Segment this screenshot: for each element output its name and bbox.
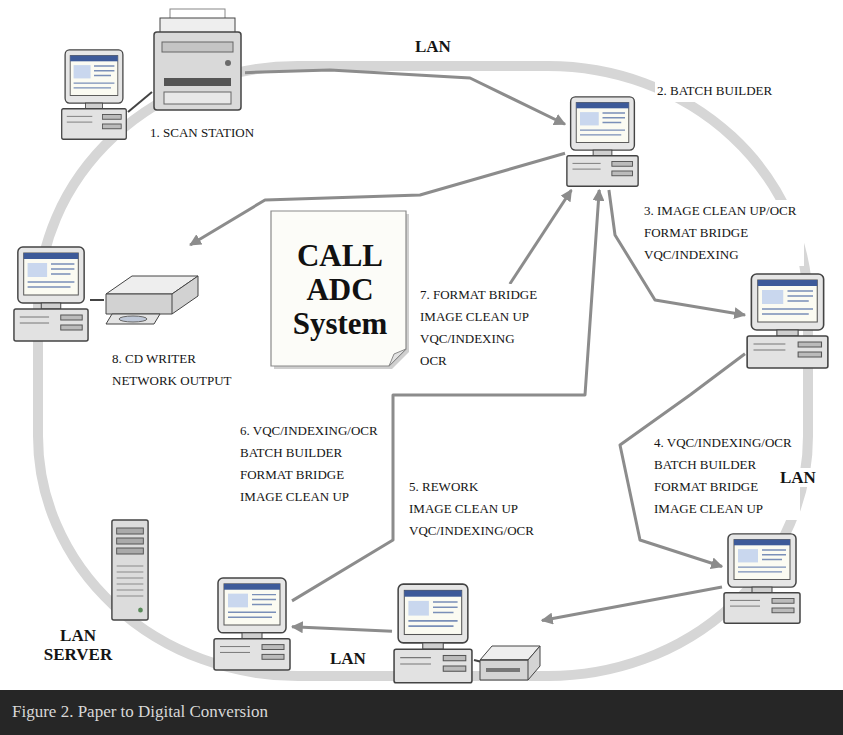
server-icon — [112, 520, 148, 620]
computer-icon — [567, 97, 638, 186]
system-title: CALL ADC System — [280, 239, 400, 341]
scanner-icon — [154, 9, 241, 110]
station-label: 2. BATCH BUILDER — [655, 80, 774, 102]
station-label: 7. FORMAT BRIDGE IMAGE CLEAN UP VQC/INDE… — [418, 284, 544, 372]
cd-writer-icon — [106, 276, 198, 324]
system-note: CALL ADC System — [270, 210, 410, 370]
flow-arrow — [510, 190, 572, 284]
station-label: 8. CD WRITER NETWORK OUTPUT — [110, 348, 238, 392]
computer-icon — [394, 584, 472, 683]
network-label: LAN — [778, 468, 818, 487]
network-label: LAN — [413, 37, 453, 56]
flow-arrow — [292, 627, 392, 631]
workstation: 6. VQC/INDEXING/OCR BATCH BUILDER FORMAT… — [212, 576, 292, 674]
cable — [128, 92, 152, 112]
station-label: 1. SCAN STATION — [148, 122, 256, 144]
flatbed-scanner-icon — [480, 646, 540, 680]
workstation: 3. IMAGE CLEAN UP/OCR FORMAT BRIDGE VQC/… — [745, 272, 830, 372]
station-icon-group: 1. SCAN STATION — [60, 8, 245, 143]
network-label: LAN — [328, 649, 368, 668]
network-label: LAN SERVER — [33, 626, 123, 664]
workstation: 4. VQC/INDEXING/OCR BATCH BUILDER FORMAT… — [722, 532, 802, 627]
output-station: 8. CD WRITER NETWORK OUTPUT — [12, 245, 202, 345]
workstation: 2. BATCH BUILDER — [565, 95, 640, 190]
flow-arrow — [245, 70, 565, 124]
computer-icon — [62, 50, 127, 139]
note-sheet — [271, 211, 406, 366]
station-label: 6. VQC/INDEXING/OCR BATCH BUILDER FORMAT… — [238, 420, 386, 508]
workstation: 5. REWORKIMAGE CLEAN UP VQC/INDEXING/OCR — [392, 582, 542, 687]
computer-icon — [747, 274, 828, 368]
computer-icon — [724, 534, 800, 623]
process-label-node: 7. FORMAT BRIDGE IMAGE CLEAN UP VQC/INDE… — [418, 284, 544, 372]
caption-bar — [0, 690, 843, 735]
computer-icon — [214, 578, 290, 670]
station-label: IMAGE CLEAN UP VQC/INDEXING/OCR — [407, 498, 539, 542]
station-label: 5. REWORK — [407, 476, 480, 498]
figure-caption: Figure 2. Paper to Digital Conversion — [12, 702, 268, 722]
note-fold — [389, 349, 406, 366]
station-label: 3. IMAGE CLEAN UP/OCR FORMAT BRIDGE VQC/… — [642, 200, 804, 266]
computer-icon — [14, 247, 88, 341]
flow-arrow — [542, 587, 722, 621]
cable — [90, 299, 104, 301]
